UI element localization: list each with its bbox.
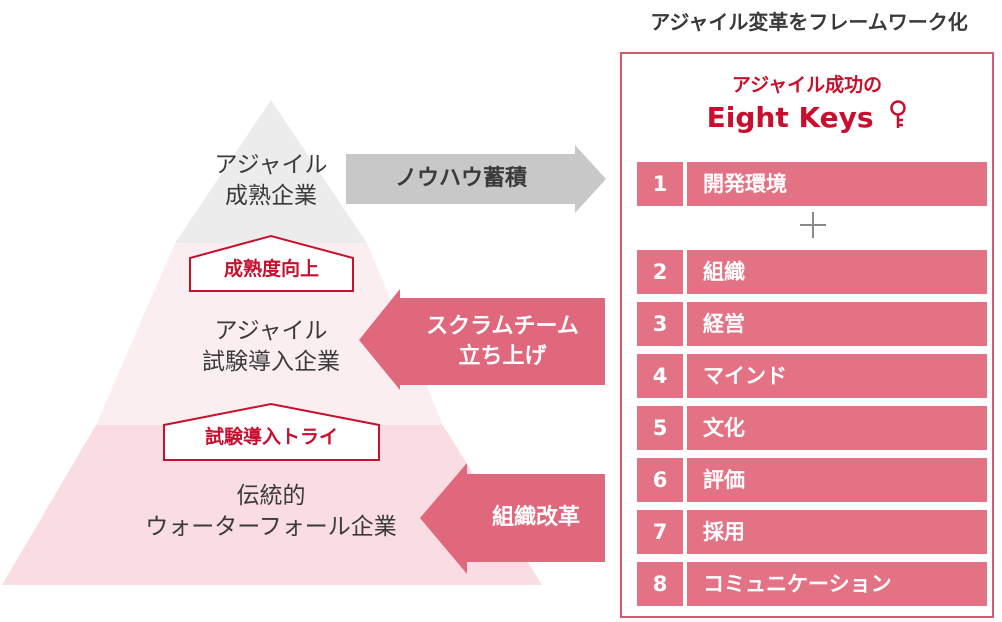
tier-top-label: アジャイル 成熟企業 [166, 150, 376, 212]
arrow-top-label: ノウハウ蓄積 [394, 166, 527, 191]
arrow-top-shape [346, 145, 606, 213]
arrow-middle-shape [359, 289, 605, 390]
key-row-7: 7 採用 [637, 510, 987, 554]
tier-bottom-label: 伝統的 ウォーターフォール企業 [110, 481, 432, 543]
arrow-middle-label: スクラムチーム 立ち上げ [400, 312, 605, 372]
plus-icon [800, 212, 826, 238]
key-label: コミュニケーション [687, 562, 987, 606]
panel-main-title: Eight Keys [620, 100, 994, 134]
key-number: 7 [637, 510, 683, 554]
arrow-middle-line1: スクラムチーム [426, 314, 579, 339]
key-number: 1 [637, 162, 683, 206]
key-row-3: 3 経営 [637, 302, 987, 346]
key-number: 3 [637, 302, 683, 346]
key-label: 採用 [687, 510, 987, 554]
key-row-5: 5 文化 [637, 406, 987, 450]
key-label: 文化 [687, 406, 987, 450]
step-badge-upper-shape [189, 234, 354, 292]
key-number: 6 [637, 458, 683, 502]
tier-middle-label: アジャイル 試験導入企業 [150, 316, 392, 378]
pyramid-tier-top [175, 100, 367, 243]
step-badge-upper: 成熟度向上 [223, 258, 319, 280]
key-label: マインド [687, 354, 987, 398]
tier-bottom-line1: 伝統的 [236, 483, 306, 509]
step-badge-lower-shape [163, 402, 380, 461]
key-number: 4 [637, 354, 683, 398]
panel-subtitle: アジャイル成功の [731, 74, 883, 96]
key-number: 5 [637, 406, 683, 450]
tier-bottom-line2: ウォーターフォール企業 [145, 514, 397, 540]
key-icon [890, 100, 907, 128]
tier-top-line1: アジャイル [214, 152, 328, 178]
framework-title: アジャイル変革をフレームワーク化 [650, 10, 968, 34]
tier-middle-line1: アジャイル [214, 318, 328, 344]
key-number: 8 [637, 562, 683, 606]
key-row-2: 2 組織 [637, 250, 987, 294]
step-badge-lower: 試験導入トライ [204, 426, 338, 448]
arrow-bottom-shape [420, 463, 605, 574]
key-label: 経営 [687, 302, 987, 346]
key-row-4: 4 マインド [637, 354, 987, 398]
key-label: 評価 [687, 458, 987, 502]
tier-top-line2: 成熟企業 [225, 183, 317, 209]
tier-middle-line2: 試験導入企業 [202, 349, 340, 375]
key-row-6: 6 評価 [637, 458, 987, 502]
key-label: 開発環境 [687, 162, 987, 206]
key-row-1: 1 開発環境 [637, 162, 987, 206]
arrow-middle-line2: 立ち上げ [458, 344, 547, 369]
arrow-bottom-label: 組織改革 [491, 505, 580, 530]
key-label: 組織 [687, 250, 987, 294]
pyramid-tier-bottom [2, 425, 542, 585]
key-row-8: 8 コミュニケーション [637, 562, 987, 606]
key-number: 2 [637, 250, 683, 294]
pyramid-tier-middle [96, 243, 443, 425]
eight-keys-title: Eight Keys [706, 101, 874, 134]
